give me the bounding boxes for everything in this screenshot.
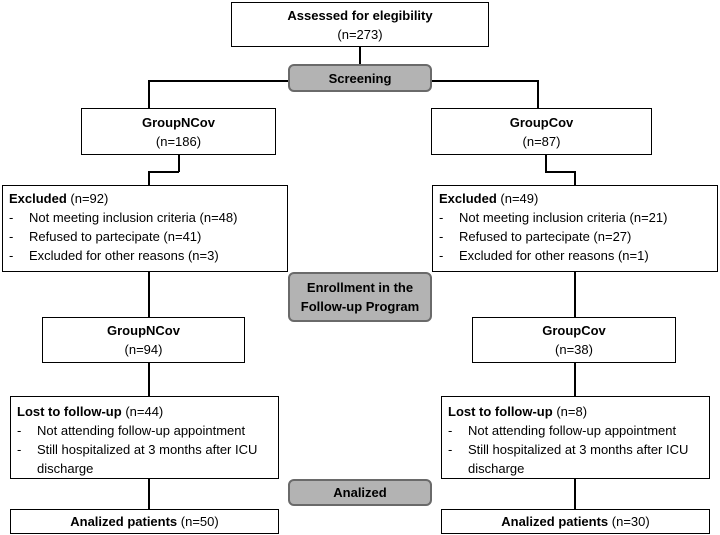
left-group-count: (n=186) [155,134,202,149]
connector [537,80,539,108]
right-excluded-title: Excluded [439,191,497,206]
right-group-count: (n=87) [522,134,561,149]
right-excluded-list: Not meeting inclusion criteria (n=21) Re… [439,208,711,265]
left-analized-box: Analized patients (n=50) [10,509,279,534]
connector [574,479,576,509]
list-item: Refused to partecipate (n=41) [9,227,281,246]
list-item: Not meeting inclusion criteria (n=21) [439,208,711,227]
left-excluded-list: Not meeting inclusion criteria (n=48) Re… [9,208,281,265]
right-lost-title: Lost to follow-up [448,404,553,419]
right-lost-heading: Lost to follow-up (n=8) [448,402,703,421]
connector [545,171,575,173]
left-analized-title: Analized patients [70,514,178,529]
right-excluded-box: Excluded (n=49) Not meeting inclusion cr… [432,185,718,272]
connector [178,155,180,172]
list-item: Still hospitalized at 3 months after ICU… [448,440,703,478]
right-lost-box: Lost to follow-up (n=8) Not attending fo… [441,396,710,479]
right-enrolled-count: (n=38) [555,342,593,357]
left-excluded-count: (n=92) [66,191,109,206]
right-excluded-count: (n=49) [496,191,539,206]
right-lost-count: (n=8) [552,404,588,419]
left-enrolled-title: GroupNCov [107,323,180,338]
right-group-title: GroupCov [509,115,574,130]
connector [574,272,576,317]
list-item: Not attending follow-up appointment [448,421,703,440]
assessed-box: Assessed for elegibility (n=273) [231,2,489,47]
right-analized-title: Analized patients [501,514,609,529]
stage-enrollment-label: Enrollment in the Follow-up Program [300,280,420,314]
stage-screening-label: Screening [328,71,392,86]
left-lost-list: Not attending follow-up appointment Stil… [17,421,272,478]
connector [431,80,538,82]
list-item: Excluded for other reasons (n=3) [9,246,281,265]
right-enrolled-box: GroupCov (n=38) [472,317,676,363]
left-lost-count: (n=44) [121,404,164,419]
list-item: Refused to partecipate (n=27) [439,227,711,246]
right-excluded-heading: Excluded (n=49) [439,189,711,208]
left-excluded-box: Excluded (n=92) Not meeting inclusion cr… [2,185,288,272]
right-enrolled-title: GroupCov [542,323,606,338]
connector [148,171,150,185]
connector [148,171,179,173]
left-excluded-title: Excluded [9,191,67,206]
left-lost-box: Lost to follow-up (n=44) Not attending f… [10,396,279,479]
right-group-box: GroupCov (n=87) [431,108,652,155]
list-item: Not meeting inclusion criteria (n=48) [9,208,281,227]
connector [148,80,150,108]
connector [574,171,576,185]
left-enrolled-count: (n=94) [124,342,163,357]
connector [148,479,150,509]
list-item: Still hospitalized at 3 months after ICU… [17,440,272,478]
stage-analized: Analized [288,479,432,506]
left-group-title: GroupNCov [142,115,215,130]
right-analized-count: (n=30) [608,514,650,529]
left-group-box: GroupNCov (n=186) [81,108,276,155]
left-analized-count: (n=50) [177,514,219,529]
connector [359,47,361,64]
left-lost-title: Lost to follow-up [17,404,122,419]
left-excluded-heading: Excluded (n=92) [9,189,281,208]
stage-analized-label: Analized [333,485,387,500]
connector [545,155,547,172]
list-item: Not attending follow-up appointment [17,421,272,440]
right-lost-list: Not attending follow-up appointment Stil… [448,421,703,478]
list-item: Excluded for other reasons (n=1) [439,246,711,265]
connector [148,272,150,317]
right-analized-box: Analized patients (n=30) [441,509,710,534]
stage-screening: Screening [288,64,432,92]
left-enrolled-box: GroupNCov (n=94) [42,317,245,363]
assessed-count: (n=273) [337,27,383,42]
assessed-title: Assessed for elegibility [287,8,433,23]
connector [574,363,576,396]
left-lost-heading: Lost to follow-up (n=44) [17,402,272,421]
connector [148,80,359,82]
stage-enrollment: Enrollment in the Follow-up Program [288,272,432,322]
connector [148,363,150,396]
